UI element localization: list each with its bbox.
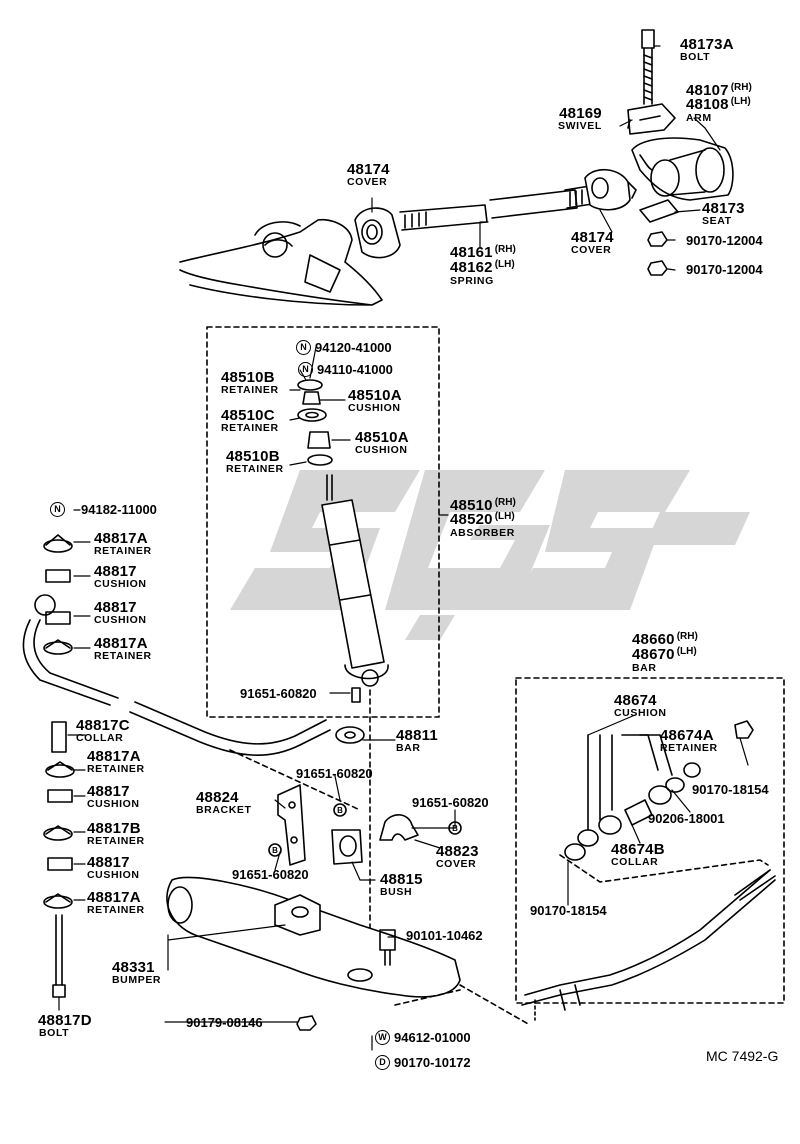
callout-48162: 48162(LH)SPRING <box>450 259 515 287</box>
callout-48670: 48670(LH)BAR <box>632 646 697 674</box>
callout-90179-08146: 90179-08146 <box>186 1015 263 1030</box>
left-stack <box>43 534 75 998</box>
cover-48823 <box>379 814 419 841</box>
callout-90170-18154-a: 90170-18154 <box>692 782 769 797</box>
callout-91651-60820-a: 91651-60820 <box>240 686 317 701</box>
callout-90170-18154-b: 90170-18154 <box>530 903 607 918</box>
callout-48107: 48107(RH) <box>686 82 752 99</box>
callout-90206-18001: 90206-18001 <box>648 811 725 826</box>
upper-arm-shape <box>179 218 383 306</box>
seat-48173 <box>639 199 679 223</box>
bush-48815 <box>331 829 363 865</box>
bracket-48824 <box>277 784 306 866</box>
strut-bar-parts <box>521 720 776 1021</box>
arm-48107 <box>631 137 734 201</box>
callout-90170-12004-a: 90170-12004 <box>686 233 763 248</box>
swivel <box>627 103 676 135</box>
callout-91651-60820-d: 91651-60820 <box>232 867 309 882</box>
upper-shaft <box>399 185 593 231</box>
callout-91651-60820-c: 91651-60820 <box>412 795 489 810</box>
callout-48161: 48161(RH) <box>450 244 516 261</box>
callout-48108: 48108(LH)ARM <box>686 96 751 124</box>
callout-90170-12004-b: 90170-12004 <box>686 262 763 277</box>
callout-48510: 48510(RH) <box>450 497 516 514</box>
svg-text:B: B <box>272 846 278 855</box>
watermark-logo <box>230 470 750 640</box>
svg-text:B: B <box>452 824 458 833</box>
lower-arm <box>166 876 461 998</box>
nut-top-2 <box>647 260 668 276</box>
stabilizer-bar <box>22 594 365 756</box>
callout-90101-10462: 90101-10462 <box>406 928 483 943</box>
callout-48660: 48660(RH) <box>632 631 698 648</box>
bolt-48173A <box>641 29 655 105</box>
svg-text:B: B <box>337 806 343 815</box>
cover-left <box>354 207 401 259</box>
shock-absorber <box>297 379 389 703</box>
cover-right <box>584 169 637 211</box>
callout-91651-60820-b: 91651-60820 <box>296 766 373 781</box>
callout-48520: 48520(LH)ABSORBER <box>450 511 515 539</box>
nut-top-1 <box>647 231 668 247</box>
reference-code: MC 7492-G <box>706 1048 779 1064</box>
